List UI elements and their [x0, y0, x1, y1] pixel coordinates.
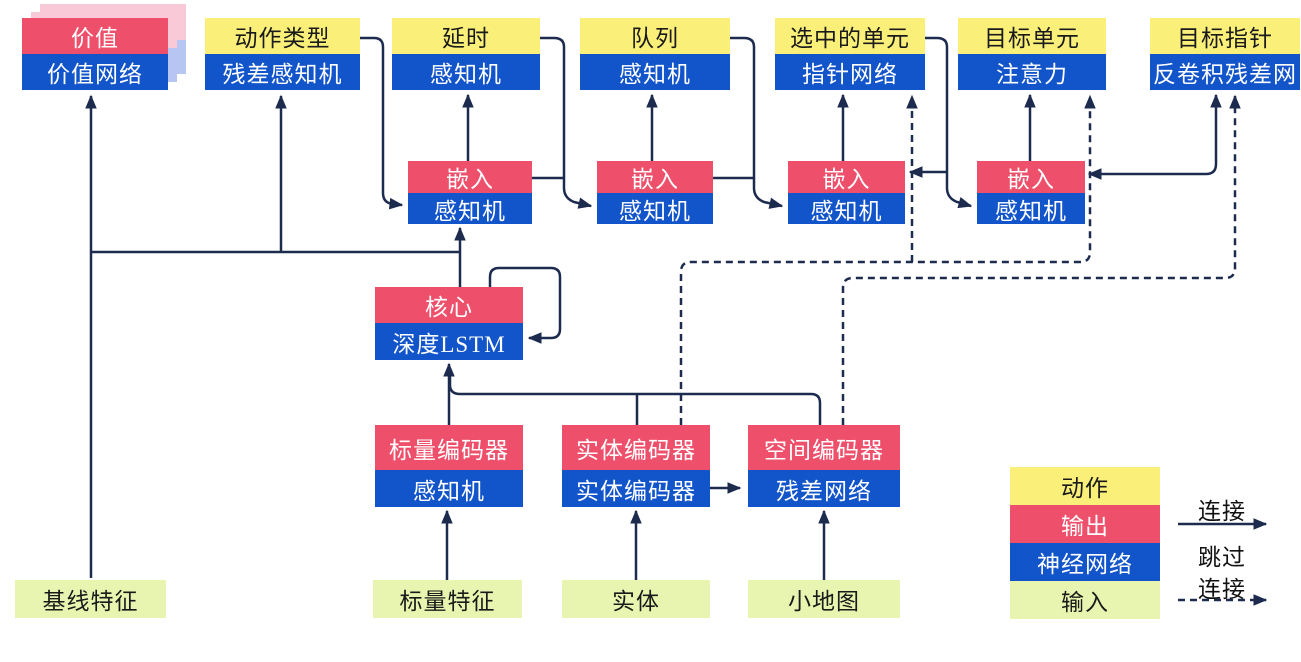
skip-spatial-to-target-pointer: [841, 94, 1241, 425]
skip-entity-to-target-unit: [679, 94, 1096, 425]
wire-selected-to-embed4: [925, 36, 973, 209]
node-embed-1-network: 感知机: [408, 193, 532, 224]
wire-core-loop: [488, 266, 562, 344]
node-embed-1: 嵌入 感知机: [408, 161, 532, 224]
legend-output: 输出: [1010, 505, 1160, 543]
legend-skip-label-1: 跳过: [1198, 545, 1246, 570]
node-queue: 队列 感知机: [580, 18, 730, 90]
node-value: 价值 价值网络: [22, 18, 168, 90]
node-delay: 延时 感知机: [392, 18, 540, 90]
wire-action-type-to-embed1: [360, 36, 404, 210]
node-target-unit-network: 注意力: [958, 54, 1106, 90]
node-core: 核心 深度LSTM: [375, 287, 523, 360]
node-delay-action: 延时: [392, 18, 540, 54]
node-target-pointer-action: 目标指针: [1150, 18, 1300, 54]
node-embed-1-output: 嵌入: [408, 161, 532, 193]
node-embed-4-output: 嵌入: [977, 161, 1085, 193]
node-minimap: 小地图: [748, 580, 900, 618]
wire-embed4-target-pointer: [1087, 93, 1222, 180]
node-target-pointer-network: 反卷积残差网: [1150, 54, 1300, 90]
legend-input: 输入: [1010, 581, 1160, 619]
node-core-output: 核心: [375, 287, 523, 323]
node-value-network: 价值网络: [22, 54, 168, 90]
wire-queue-to-embed3: [730, 36, 784, 209]
node-selected-units-network: 指针网络: [775, 54, 925, 90]
node-action-type-action: 动作类型: [205, 18, 360, 54]
node-embed-4-network: 感知机: [977, 193, 1085, 224]
node-embed-2-output: 嵌入: [597, 161, 713, 193]
node-embed-3-network: 感知机: [788, 193, 905, 224]
legend-connection-label: 连接: [1198, 499, 1246, 524]
node-embed-3-output: 嵌入: [788, 161, 905, 193]
node-embed-2: 嵌入 感知机: [597, 161, 713, 224]
legend-key: 动作 输出 神经网络 输入: [1010, 467, 1160, 619]
node-entity-encoder: 实体编码器 实体编码器: [562, 425, 710, 507]
node-target-pointer: 目标指针 反卷积残差网: [1150, 18, 1300, 90]
node-embed-4: 嵌入 感知机: [977, 161, 1085, 224]
legend-action: 动作: [1010, 467, 1160, 505]
legend-network: 神经网络: [1010, 543, 1160, 581]
node-embed-3: 嵌入 感知机: [788, 161, 905, 224]
node-scalar-features: 标量特征: [373, 580, 522, 618]
node-core-network: 深度LSTM: [375, 323, 523, 360]
node-entities: 实体: [562, 580, 710, 618]
node-target-unit: 目标单元 注意力: [958, 18, 1106, 90]
node-entity-encoder-network: 实体编码器: [562, 470, 710, 507]
node-embed-2-network: 感知机: [597, 193, 713, 224]
wire-delay-to-embed2: [540, 36, 593, 209]
node-entity-encoder-output: 实体编码器: [562, 425, 710, 470]
node-queue-action: 队列: [580, 18, 730, 54]
node-selected-units: 选中的单元 指针网络: [775, 18, 925, 90]
node-spatial-encoder: 空间编码器 残差网络: [748, 425, 900, 507]
node-baseline-features: 基线特征: [15, 580, 166, 618]
node-scalar-encoder-output: 标量编码器: [375, 425, 523, 470]
node-delay-network: 感知机: [392, 54, 540, 90]
node-action-type-network: 残差感知机: [205, 54, 360, 90]
node-scalar-encoder-network: 感知机: [375, 470, 523, 507]
wire-spatial-entity-to-core: [448, 372, 822, 425]
node-target-unit-action: 目标单元: [958, 18, 1106, 54]
node-value-output: 价值: [22, 18, 168, 54]
node-spatial-encoder-network: 残差网络: [748, 470, 900, 507]
node-queue-network: 感知机: [580, 54, 730, 90]
node-selected-units-action: 选中的单元: [775, 18, 925, 54]
legend-skip-label-2: 连接: [1198, 577, 1246, 602]
node-scalar-encoder: 标量编码器 感知机: [375, 425, 523, 507]
node-action-type: 动作类型 残差感知机: [205, 18, 360, 90]
node-spatial-encoder-output: 空间编码器: [748, 425, 900, 470]
